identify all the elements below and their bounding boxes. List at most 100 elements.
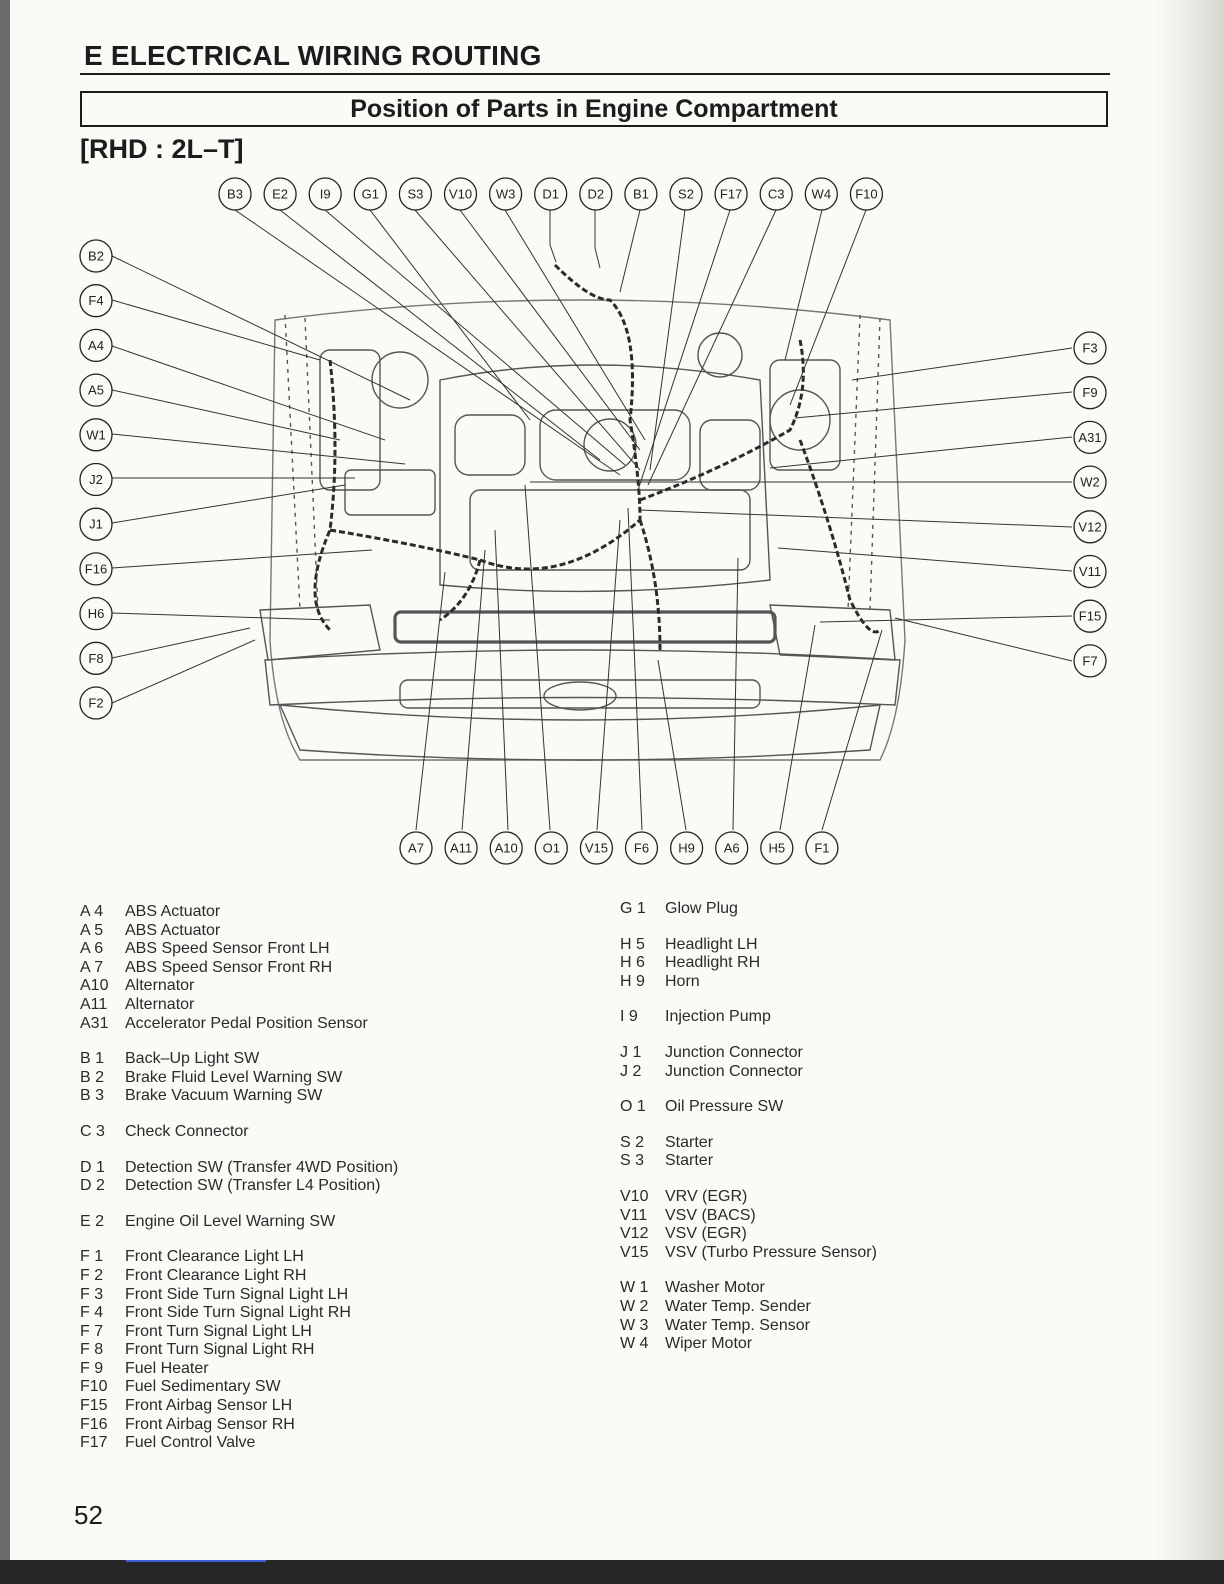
svg-text:G1: G1 bbox=[362, 187, 379, 202]
box-title: Position of Parts in Engine Compartment bbox=[80, 91, 1108, 127]
part-code: S 2 bbox=[620, 1133, 645, 1151]
part-name: Front Clearance Light LH bbox=[125, 1248, 304, 1266]
part-name: Back–Up Light SW bbox=[125, 1050, 260, 1068]
part-name: Front Clearance Light RH bbox=[125, 1266, 307, 1284]
part-name: ABS Speed Sensor Front LH bbox=[125, 940, 330, 958]
part-code: F 9 bbox=[80, 1359, 104, 1377]
svg-text:F6: F6 bbox=[634, 841, 649, 856]
svg-text:F17: F17 bbox=[720, 187, 742, 202]
section-title: E ELECTRICAL WIRING ROUTING bbox=[84, 40, 542, 71]
legend-row: F 9 Fuel Heater bbox=[80, 1360, 398, 1379]
part-code: H 5 bbox=[620, 935, 645, 953]
part-name: Fuel Heater bbox=[125, 1359, 209, 1377]
part-name: ABS Actuator bbox=[125, 903, 221, 920]
engine-illustration bbox=[259, 299, 906, 761]
svg-text:F10: F10 bbox=[855, 187, 877, 202]
part-code: F 2 bbox=[80, 1266, 104, 1284]
part-code: F 7 bbox=[80, 1322, 104, 1340]
part-code: F 3 bbox=[80, 1285, 104, 1303]
part-name: Brake Vacuum Warning SW bbox=[125, 1087, 323, 1105]
callout-f16: F16 bbox=[79, 552, 113, 586]
scan-bottom-edge bbox=[0, 1560, 1224, 1584]
svg-text:F15: F15 bbox=[1079, 609, 1101, 624]
legend-row: V11 VSV (BACS) bbox=[620, 1207, 877, 1226]
part-name: VSV (BACS) bbox=[665, 1206, 756, 1224]
callout-j1: J1 bbox=[79, 507, 113, 541]
part-name: Water Temp. Sender bbox=[665, 1297, 811, 1315]
part-code: H 6 bbox=[620, 954, 645, 972]
scan-bottom-mark bbox=[126, 1560, 266, 1562]
part-name: Fuel Sedimentary SW bbox=[125, 1378, 281, 1396]
part-code: V10 bbox=[620, 1187, 649, 1205]
part-name: Detection SW (Transfer L4 Position) bbox=[125, 1177, 381, 1195]
svg-text:F16: F16 bbox=[85, 561, 107, 576]
part-code: A11 bbox=[80, 995, 108, 1013]
part-name: Brake Fluid Level Warning SW bbox=[125, 1068, 343, 1086]
callout-w1: W1 bbox=[79, 418, 113, 452]
svg-text:A4: A4 bbox=[88, 338, 104, 353]
part-code: H 9 bbox=[620, 972, 645, 990]
callout-f9: F9 bbox=[1073, 376, 1107, 410]
part-name: Washer Motor bbox=[665, 1279, 765, 1297]
svg-text:B2: B2 bbox=[88, 249, 104, 264]
part-code: W 2 bbox=[620, 1297, 649, 1315]
part-name: Alternator bbox=[125, 977, 195, 995]
svg-text:F9: F9 bbox=[1082, 385, 1097, 400]
callout-s2: S2 bbox=[669, 177, 703, 211]
part-name: Front Turn Signal Light RH bbox=[125, 1341, 315, 1359]
part-name: Front Airbag Sensor RH bbox=[125, 1415, 295, 1433]
callout-w2: W2 bbox=[1073, 465, 1107, 499]
callout-c3: C3 bbox=[759, 177, 793, 211]
part-name: Injection Pump bbox=[665, 1008, 771, 1026]
svg-text:C3: C3 bbox=[768, 187, 785, 202]
model-subtitle: [RHD : 2L–T] bbox=[80, 134, 244, 164]
part-name: VRV (EGR) bbox=[665, 1187, 748, 1205]
callout-f7: F7 bbox=[1073, 644, 1107, 678]
callout-w3: W3 bbox=[488, 177, 523, 211]
part-code: F17 bbox=[80, 1434, 108, 1452]
legend-row: V10 VRV (EGR) bbox=[620, 1188, 877, 1207]
svg-text:O1: O1 bbox=[543, 841, 560, 856]
callout-b2: B2 bbox=[79, 239, 113, 273]
svg-text:H5: H5 bbox=[768, 841, 785, 856]
svg-text:I9: I9 bbox=[320, 187, 331, 202]
legend-row: J 2 Junction Connector bbox=[620, 1063, 877, 1082]
part-code: J 2 bbox=[620, 1062, 642, 1080]
part-name: Horn bbox=[665, 972, 700, 990]
callout-v15: V15 bbox=[579, 831, 614, 865]
svg-text:W4: W4 bbox=[812, 187, 832, 202]
svg-text:A31: A31 bbox=[1078, 430, 1101, 445]
part-name: Junction Connector bbox=[665, 1062, 803, 1080]
svg-text:F1: F1 bbox=[814, 841, 829, 856]
part-name: ABS Speed Sensor Front RH bbox=[125, 958, 333, 976]
svg-text:V11: V11 bbox=[1079, 564, 1101, 579]
part-code: V15 bbox=[620, 1243, 649, 1261]
callout-a5: A5 bbox=[79, 373, 113, 407]
part-code: A 5 bbox=[80, 921, 104, 939]
part-name: Check Connector bbox=[125, 1122, 249, 1140]
callout-a6: A6 bbox=[715, 831, 749, 865]
part-code: V11 bbox=[620, 1206, 648, 1224]
part-code: E 2 bbox=[80, 1212, 105, 1230]
